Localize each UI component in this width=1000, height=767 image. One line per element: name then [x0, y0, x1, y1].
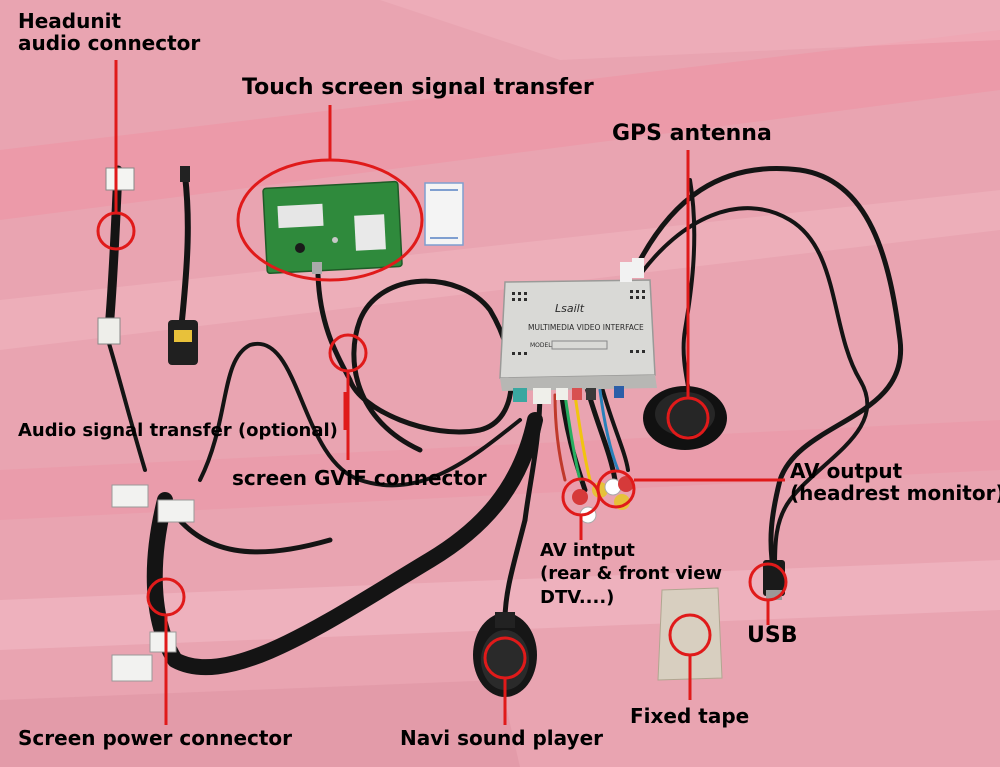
label-screen-gvif: screen GVIF connector [232, 466, 487, 490]
screen-power-connectors [111, 484, 195, 682]
device-subtitle: MULTIMEDIA VIDEO INTERFACE [528, 323, 644, 332]
label-av-input-line2: (rear & front view [540, 563, 723, 585]
usb-mic-pod [168, 166, 198, 365]
label-av-output-line1: AV output [790, 459, 903, 483]
device-model-label: MODEL [530, 342, 552, 349]
label-headunit-audio-line1: Headunit [18, 9, 122, 33]
spare-ribbon-cable [424, 182, 464, 246]
av-cable-colors [553, 388, 620, 482]
multimedia-interface-box [499, 279, 657, 391]
label-av-input-line3: DTV....) [540, 586, 615, 608]
touch-screen-pcb [262, 180, 403, 275]
label-av-input: AV intput (rear & front view DTV....) [540, 539, 722, 609]
label-usb: USB [747, 623, 798, 648]
label-av-input-line1: AV intput [540, 540, 635, 561]
headunit-audio-connector [97, 167, 135, 345]
label-touch-screen: Touch screen signal transfer [242, 75, 594, 100]
gps-antenna-puck [643, 386, 727, 450]
label-av-output: AV output (headrest monitor) [790, 460, 1000, 505]
label-screen-power: Screen power connector [18, 726, 293, 750]
fixed-tape-pad [657, 587, 723, 681]
label-audio-signal: Audio signal transfer (optional) [18, 420, 338, 441]
device-text: Lsailt MULTIMEDIA VIDEO INTERFACE MODEL [528, 302, 644, 349]
box-connectors [513, 258, 644, 404]
label-headunit-audio: Headunit audio connector [18, 10, 200, 55]
label-gps-antenna: GPS antenna [612, 121, 772, 146]
callouts [96, 60, 788, 725]
device-brand: Lsailt [555, 302, 585, 315]
label-headunit-audio-line2: audio connector [18, 31, 201, 56]
label-navi-sound: Navi sound player [400, 726, 604, 750]
label-fixed-tape: Fixed tape [630, 704, 750, 728]
label-av-output-line2: (headrest monitor) [790, 481, 1000, 506]
